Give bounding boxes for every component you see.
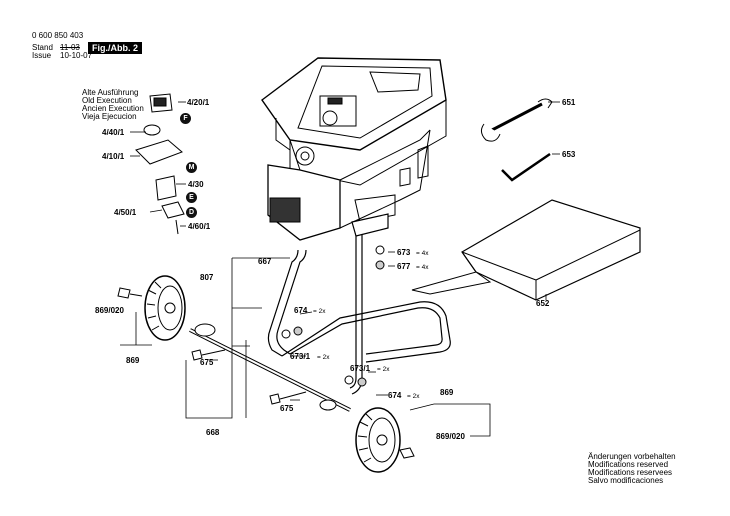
stand-frame [267, 213, 451, 395]
label-4-20-1: 4/20/1 [187, 98, 210, 107]
label-4-40-1: 4/40/1 [102, 128, 125, 137]
legend-line-1: Alte Ausführung [82, 88, 139, 97]
qty-677: = 4x [416, 264, 429, 271]
label-674-a: 674 [294, 306, 308, 315]
label-807: 807 [200, 273, 214, 282]
left-wheel [144, 275, 186, 341]
issue-value: 10-10-07 [60, 51, 93, 60]
qty-674-a: = 2x [313, 308, 326, 315]
switch-parts-old [135, 93, 185, 235]
label-667: 667 [258, 257, 272, 266]
label-869-b: 869 [440, 388, 454, 397]
label-652: 652 [536, 299, 550, 308]
label-653: 653 [562, 150, 576, 159]
label-651: 651 [562, 98, 576, 107]
label-4-10-1: 4/10/1 [102, 152, 125, 161]
shredder-motor-housing [267, 129, 431, 241]
label-4-30: 4/30 [188, 180, 204, 189]
footer-line-4: Salvo modificaciones [588, 476, 664, 485]
badge-d: D [186, 207, 197, 218]
stand-label: Stand [32, 43, 53, 52]
label-675-b: 675 [280, 404, 294, 413]
footer-line-1: Änderungen vorbehalten [588, 452, 676, 461]
allen-key [501, 152, 551, 182]
label-673-1-b: 673/1 [350, 364, 371, 373]
qty-674-b: = 2x [407, 393, 420, 400]
qty-673-1-a: = 2x [317, 354, 330, 361]
badge-e: E [186, 192, 197, 203]
qty-673: = 4x [416, 250, 429, 257]
right-wheel [355, 407, 401, 473]
legend-line-2: Old Execution [82, 96, 132, 105]
label-4-60-1: 4/60/1 [188, 222, 211, 231]
figure-label: Fig./Abb. 2 [88, 42, 142, 54]
legend-line-4: Vieja Ejecucion [82, 112, 137, 121]
label-674-b: 674 [388, 391, 402, 400]
label-668: 668 [206, 428, 220, 437]
label-677: 677 [397, 262, 411, 271]
wrench [480, 98, 553, 142]
stand-value: 11-03 [60, 43, 80, 52]
collection-bag [411, 199, 641, 301]
label-675-a: 675 [200, 358, 214, 367]
label-869-020-a: 869/020 [95, 306, 124, 315]
label-4-50-1: 4/50/1 [114, 208, 137, 217]
leader-lines [120, 101, 560, 437]
part-number: 0 600 850 403 [32, 31, 84, 40]
label-673: 673 [397, 248, 411, 257]
badge-m: M [186, 162, 197, 173]
shredder-hopper [261, 57, 447, 186]
label-673-1-a: 673/1 [290, 352, 311, 361]
label-869-020-b: 869/020 [436, 432, 465, 441]
qty-673-1-b: = 2x [377, 366, 390, 373]
issue-label: Issue [32, 51, 52, 60]
footer-line-3: Modifications reservees [588, 468, 673, 477]
label-869-a: 869 [126, 356, 140, 365]
legend-line-3: Ancien Execution [82, 104, 144, 113]
axle [189, 323, 351, 412]
badge-f: F [180, 113, 191, 124]
footer-line-2: Modifications reserved [588, 460, 669, 469]
screws [117, 245, 415, 459]
